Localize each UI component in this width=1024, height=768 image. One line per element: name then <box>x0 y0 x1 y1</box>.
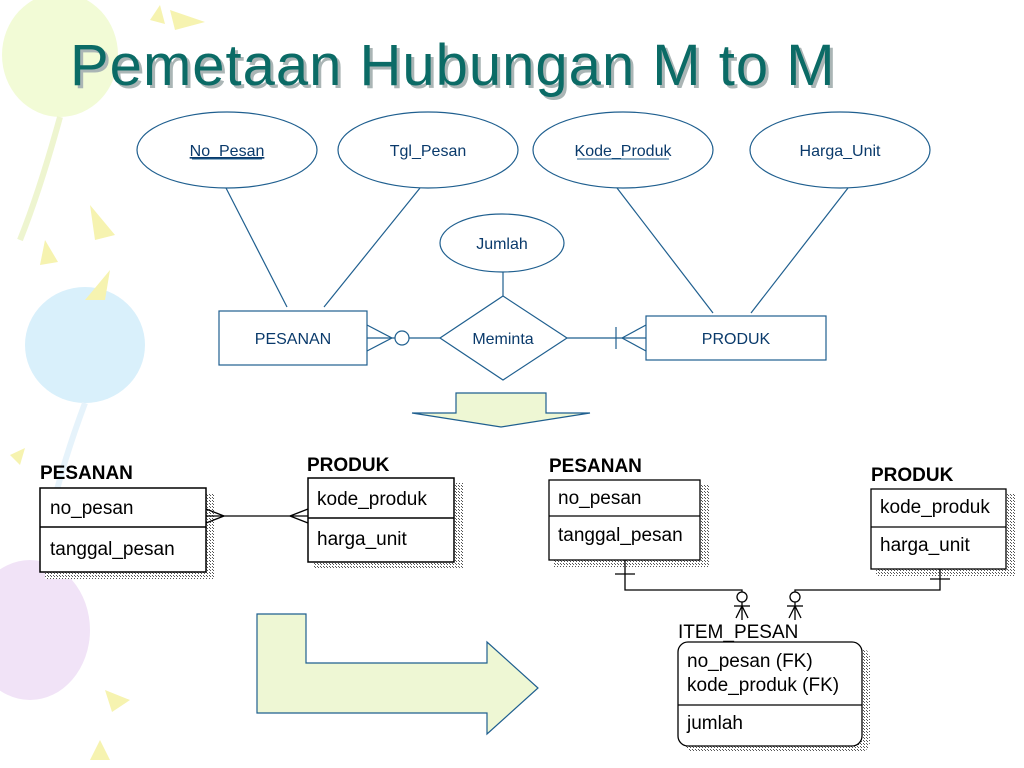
svg-text:PRODUK: PRODUK <box>702 331 771 348</box>
svg-text:Tgl_Pesan: Tgl_Pesan <box>390 143 467 160</box>
svg-text:Meminta: Meminta <box>472 331 533 348</box>
svg-text:Harga_Unit: Harga_Unit <box>800 143 881 160</box>
entity-pesanan: PESANAN <box>218 310 368 366</box>
right-model: PESANAN no_pesan tanggal_pesan PRODUK ko… <box>548 456 1016 752</box>
item-pesan-attr: jumlah <box>686 713 743 734</box>
left-model: PESANAN no_pesan tanggal_pesan PRODUK ko… <box>39 455 463 579</box>
decorative-balloons <box>0 0 205 760</box>
down-arrow-icon <box>411 392 591 428</box>
entity-produk: PRODUK <box>645 315 827 361</box>
relationship-meminta: Meminta <box>438 295 569 381</box>
right-pesanan-title: PESANAN <box>549 456 642 477</box>
right-produk-key: kode_produk <box>880 497 990 518</box>
attribute-no-pesan: No_Pesan <box>136 111 318 189</box>
right-produk-title: PRODUK <box>871 465 954 486</box>
attribute-jumlah: Jumlah <box>439 213 565 273</box>
er-diagram: No_Pesan Tgl_Pesan Kode_Produk Harga_Uni… <box>136 111 931 381</box>
attribute-tgl-pesan: Tgl_Pesan <box>337 111 519 189</box>
attribute-kode-produk: Kode_Produk <box>532 111 714 189</box>
right-relationship-lines <box>615 560 950 620</box>
left-produk-title: PRODUK <box>307 455 390 476</box>
svg-text:No_Pesan: No_Pesan <box>190 143 265 160</box>
right-pesanan-key: no_pesan <box>558 488 641 509</box>
svg-text:Jumlah: Jumlah <box>476 236 528 253</box>
right-produk-attr: harga_unit <box>880 535 971 556</box>
slide-title: Pemetaan Hubungan M to M <box>70 33 836 98</box>
svg-text:Kode_Produk: Kode_Produk <box>575 143 673 160</box>
right-arrow-icon <box>256 613 539 736</box>
item-pesan-title: ITEM_PESAN <box>678 622 798 643</box>
item-pesan-key-1: no_pesan (FK) <box>687 651 813 672</box>
attribute-harga-unit: Harga_Unit <box>749 111 931 189</box>
item-pesan-key-2: kode_produk (FK) <box>687 675 839 696</box>
left-pesanan-title: PESANAN <box>40 463 133 484</box>
left-pesanan-key: no_pesan <box>50 498 133 519</box>
svg-text:PESANAN: PESANAN <box>255 331 331 348</box>
left-produk-attr: harga_unit <box>317 529 408 550</box>
left-pesanan-attr: tanggal_pesan <box>50 539 175 560</box>
right-pesanan-attr: tanggal_pesan <box>558 525 683 546</box>
left-relationship-line <box>205 508 309 524</box>
left-produk-key: kode_produk <box>317 489 427 510</box>
